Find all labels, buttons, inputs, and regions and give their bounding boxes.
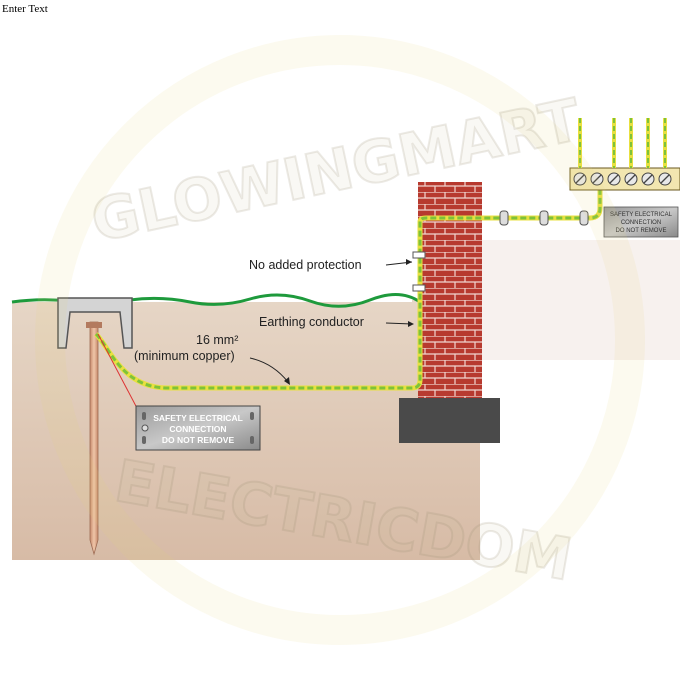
safety-label-small-line2: CONNECTION: [621, 220, 661, 226]
cable-clip: [412, 251, 426, 259]
label-no-added-protection: No added protection: [249, 258, 362, 272]
label-earthing-conductor: Earthing conductor: [259, 315, 364, 329]
wall-footing: [399, 398, 500, 443]
label-size-line1: 16 mm²: [196, 333, 238, 347]
cable-clip: [539, 210, 549, 226]
watermark-ring: [35, 35, 645, 645]
background-panel: [480, 240, 680, 360]
cable-clip: [579, 210, 589, 226]
label-size-line2: (minimum copper): [134, 349, 235, 363]
label-tie-wire: [97, 333, 139, 411]
leader-arrow: [284, 377, 290, 385]
terminal-screws: [573, 172, 672, 186]
leader-earthing-conductor: [385, 322, 413, 325]
rod-clamp: [86, 322, 102, 328]
page-header-text: Enter Text: [2, 3, 48, 15]
safety-label-small-line3: DO NOT REMOVE: [616, 228, 667, 234]
leader-arrow: [406, 259, 412, 265]
earthing-conductor-stripe: [94, 190, 602, 390]
leader-size: [249, 357, 289, 383]
cable-clip: [412, 284, 426, 292]
safety-label-large-line1: SAFETY ELECTRICAL: [153, 413, 243, 423]
cable-clip: [499, 210, 509, 226]
safety-label-large-line2: CONNECTION: [169, 424, 226, 434]
leader-arrow: [408, 321, 414, 327]
safety-label-small-line1: SAFETY ELECTRICAL: [610, 212, 673, 218]
safety-label-small: SAFETY ELECTRICAL CONNECTION DO NOT REMO…: [603, 206, 679, 238]
bonding-conductors: [578, 118, 667, 168]
safety-label-large: SAFETY ELECTRICAL CONNECTION DO NOT REMO…: [135, 405, 261, 451]
safety-label-large-line3: DO NOT REMOVE: [162, 435, 235, 445]
inspection-pit: [57, 297, 133, 349]
brick-wall: [418, 182, 482, 398]
